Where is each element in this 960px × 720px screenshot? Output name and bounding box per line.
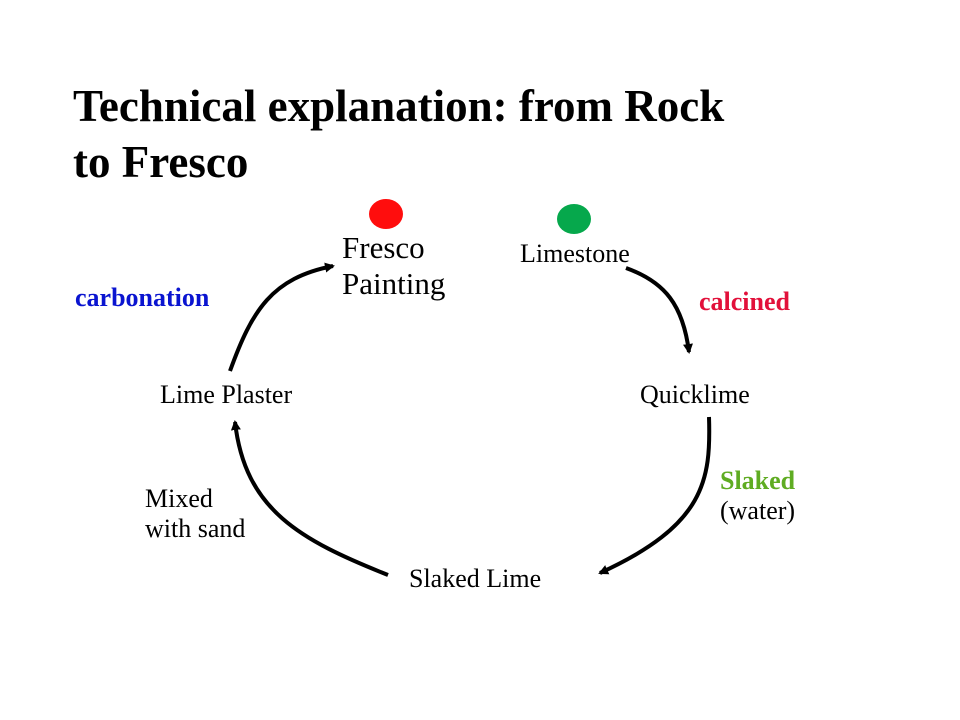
title-line-2: to Fresco (73, 137, 249, 187)
node-fresco-line-2: Painting (342, 266, 446, 301)
node-slaked-lime: Slaked Lime (409, 564, 542, 593)
arrow-lime-plaster-to-fresco (228, 262, 335, 372)
start-marker-dot (557, 204, 591, 234)
arrow-limestone-to-quicklime (625, 266, 693, 354)
end-marker-dot (369, 199, 403, 229)
process-mixed-with-sand: Mixed with sand (145, 484, 245, 544)
process-carbonation: carbonation (75, 283, 210, 312)
process-mixed-line-1: Mixed (145, 484, 213, 513)
process-slaked: Slaked (water) (720, 466, 795, 526)
node-quicklime: Quicklime (640, 380, 750, 409)
process-slaked-label: Slaked (720, 466, 796, 495)
node-fresco-line-1: Fresco (342, 230, 425, 265)
title-line-1: Technical explanation: from Rock (73, 81, 725, 131)
process-mixed-line-2: with sand (145, 514, 246, 543)
process-calcined: calcined (699, 287, 790, 316)
node-lime-plaster: Lime Plaster (160, 380, 293, 409)
slide-title: Technical explanation: from Rock to Fres… (73, 78, 913, 190)
process-slaked-note: (water) (720, 496, 796, 525)
node-fresco-painting: Fresco Painting (342, 230, 445, 302)
arrow-quicklime-to-slaked-lime (598, 416, 712, 575)
node-limestone: Limestone (520, 239, 630, 268)
arrow-slaked-lime-to-lime-plaster (230, 420, 389, 577)
